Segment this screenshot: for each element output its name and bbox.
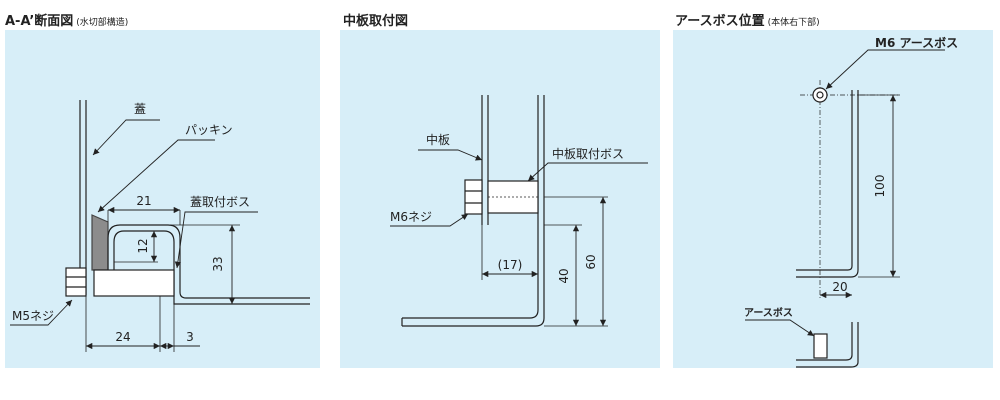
earth-boss-hole [816, 91, 824, 99]
dim-3-text: 3 [186, 330, 194, 344]
dim-21-text: 21 [136, 194, 151, 208]
middle-plate-drawing [390, 95, 648, 327]
leader-boss [527, 162, 648, 182]
wall-outer [402, 95, 539, 319]
leader-screw [10, 299, 73, 326]
label-m6-earth-boss: M6 アースボス [875, 35, 958, 50]
label-screw: M5ネジ [12, 309, 54, 323]
earth-boss-labels: M6 アースボス アースボス 100 20 [744, 35, 958, 319]
leader-earth-boss [745, 319, 815, 337]
section-aa-subtitle: (水切部構造) [76, 18, 129, 28]
dim-12-text: 12 [136, 238, 150, 253]
earth-boss-panel [673, 30, 993, 368]
label-packing: パッキン [185, 123, 233, 137]
earth-boss-title-text: アースボス位置 [675, 14, 765, 29]
middle-plate-title: 中板取付図 [343, 10, 408, 29]
leader-m6-boss [825, 49, 945, 90]
gasket-shape [91, 214, 109, 271]
earth-boss-title: アースボス位置(本体右下部) [675, 10, 820, 29]
lid-boss-shape [93, 269, 175, 297]
detail-outer [796, 322, 853, 361]
label-lid: 蓋 [134, 102, 146, 116]
m6-screw-head [464, 179, 483, 215]
label-middle-plate: 中板 [426, 132, 450, 147]
section-aa-panel [5, 30, 320, 368]
label-middle-plate-boss: 中板取付ボス [552, 146, 624, 161]
section-aa-labels: 蓋 パッキン 蓋取付ボス M5ネジ 21 12 33 24 3 [12, 102, 250, 344]
dim-24-text: 24 [115, 330, 130, 344]
dim-40-text: 40 [557, 268, 571, 283]
label-lid-boss: 蓋取付ボス [190, 195, 250, 209]
dim-100-text: 100 [873, 175, 887, 198]
leader-m6 [390, 213, 469, 227]
channel-inner [113, 230, 310, 305]
body-outer [796, 90, 853, 271]
m6-screw-lines [465, 190, 482, 204]
section-aa-title: A-A’断面図(水切部構造) [5, 10, 128, 29]
dim-17-text: (17) [498, 258, 523, 272]
label-m6-screw: M6ネジ [390, 210, 432, 224]
label-earth-boss: アースボス [744, 306, 793, 319]
middle-plate-title-text: 中板取付図 [343, 14, 409, 29]
leader-lid [92, 119, 160, 156]
dim-20-text: 20 [832, 280, 847, 294]
earth-boss-block [813, 333, 828, 359]
channel-outer [107, 224, 310, 299]
detail-inner [796, 322, 859, 368]
section-aa-title-text: A-A’断面図 [5, 14, 74, 29]
earth-boss-circle [812, 87, 828, 103]
leader-packing [97, 139, 215, 213]
leader-lid-boss [174, 211, 258, 269]
dim-33-text: 33 [211, 256, 225, 271]
earth-boss-subtitle: (本体右下部) [767, 18, 820, 28]
middle-plate-labels: 中板 中板取付ボス M6ネジ (17) 40 60 [390, 132, 624, 284]
earth-boss-drawing [745, 49, 945, 368]
section-aa-drawing [10, 100, 310, 352]
body-inner [796, 90, 859, 278]
leader-plate [418, 149, 483, 161]
screw-head [65, 267, 87, 297]
wall-inner [402, 95, 545, 327]
screw-head-lines [66, 276, 86, 288]
dim-60-text: 60 [584, 254, 598, 269]
